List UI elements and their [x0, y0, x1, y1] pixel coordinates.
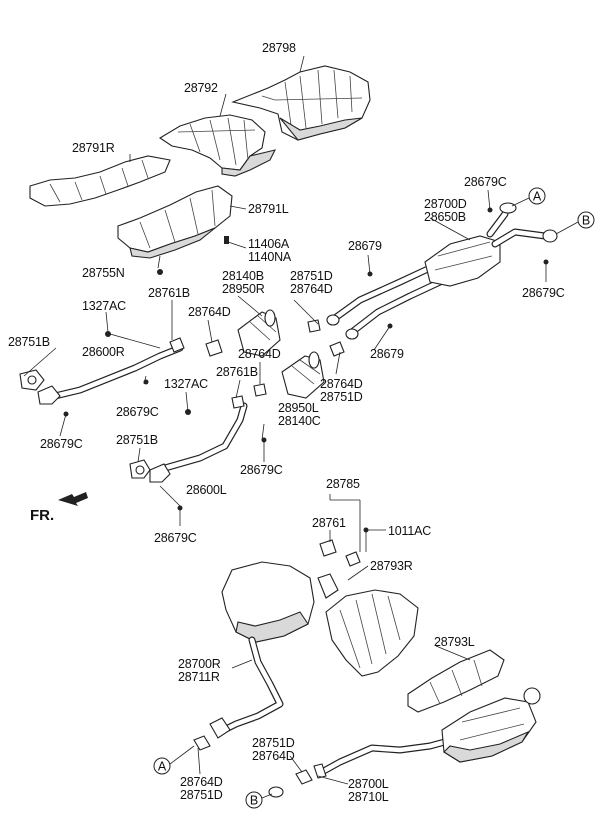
catalytic-converter-28950R: [237, 309, 281, 357]
center-pipe-28650B: [326, 202, 558, 340]
label-28798: 28798: [262, 41, 296, 55]
label-28761B-mid: 28761B: [216, 365, 258, 379]
label-28761B-top: 28761B: [148, 286, 190, 300]
heat-shield-28798: [231, 65, 371, 141]
catalytic-converter-28950L: [281, 351, 325, 399]
label-28679-top: 28679: [348, 239, 382, 253]
label-28140C: 28140C: [278, 414, 321, 428]
label-28600L: 28600L: [186, 483, 227, 497]
label-28751D-top: 28751D: [290, 269, 333, 283]
label-28679C-bottom: 28679C: [154, 531, 197, 545]
label-28791L: 28791L: [248, 202, 289, 216]
label-28764D-mid: 28764D: [188, 305, 231, 319]
label-28600R: 28600R: [82, 345, 125, 359]
heat-shield-28791L: [117, 185, 233, 259]
leader-lines: [23, 55, 547, 785]
rear-muffler-28700L: [268, 687, 541, 798]
label-28751D-bottom: 28751D: [180, 788, 223, 802]
part-labels: 28798 28792 28791R 28791L 11406A 1140NA …: [8, 41, 565, 804]
label-28700R: 28700R: [178, 657, 221, 671]
label-28679C-top: 28679C: [464, 175, 507, 189]
front-pipe-28600L: [129, 402, 248, 483]
label-28950L: 28950L: [278, 401, 319, 415]
label-28764D-rear: 28764D: [252, 749, 295, 763]
label-28679C-left: 28679C: [116, 405, 159, 419]
svg-text:A: A: [158, 760, 167, 774]
label-28791R: 28791R: [72, 141, 115, 155]
label-28751D-rear: 28751D: [252, 736, 295, 750]
label-28711R: 28711R: [178, 670, 220, 684]
svg-text:A: A: [533, 190, 542, 204]
label-28650B: 28650B: [424, 210, 466, 224]
label-28792: 28792: [184, 81, 218, 95]
label-front: FR.: [30, 507, 54, 524]
label-28785: 28785: [326, 477, 360, 491]
label-28679C-right: 28679C: [522, 286, 565, 300]
label-28679C-center: 28679C: [240, 463, 283, 477]
label-28710L: 28710L: [348, 790, 389, 804]
label-28751B-lower: 28751B: [116, 433, 158, 447]
label-28755N: 28755N: [82, 266, 125, 280]
heat-shield-28793R: [325, 589, 419, 677]
label-28793R: 28793R: [370, 559, 413, 573]
rear-muffler-28700R: [193, 561, 339, 751]
label-11406A: 11406A: [248, 237, 290, 251]
label-28793L: 28793L: [434, 635, 475, 649]
front-pipe-28600R: [19, 344, 184, 405]
svg-text:B: B: [582, 214, 590, 228]
label-28679C-lower-left: 28679C: [40, 437, 83, 451]
fastener-dots: [63, 207, 549, 533]
label-1011AC: 1011AC: [388, 524, 431, 538]
label-28950R: 28950R: [222, 282, 265, 296]
callout-a-bottom: A: [153, 745, 195, 775]
label-28700L: 28700L: [348, 777, 389, 791]
label-28764D-center: 28764D: [238, 347, 281, 361]
label-28700D: 28700D: [424, 197, 467, 211]
hanger-28761: [319, 539, 361, 567]
label-28764D-bottom: 28764D: [180, 775, 223, 789]
gaskets-front: [169, 319, 345, 409]
callout-b-top: B: [555, 211, 595, 235]
label-28761: 28761: [312, 516, 346, 530]
label-28140B: 28140B: [222, 269, 264, 283]
front-direction-arrow: [58, 492, 88, 506]
heat-shield-28792: [158, 114, 277, 177]
label-28764D-cat: 28764D: [320, 377, 363, 391]
label-1327AC-top: 1327AC: [82, 299, 126, 313]
label-1140NA: 1140NA: [248, 250, 292, 264]
label-28764D-top: 28764D: [290, 282, 333, 296]
heat-shield-28793L: [407, 649, 505, 713]
label-28679-right: 28679: [370, 347, 404, 361]
svg-text:B: B: [250, 794, 258, 808]
label-28751B-top: 28751B: [8, 335, 50, 349]
heat-shield-28791R: [29, 155, 171, 207]
label-1327AC-mid: 1327AC: [164, 377, 208, 391]
callout-b-bottom: B: [245, 791, 273, 809]
callout-a-top: A: [511, 187, 546, 207]
label-28751D-cat: 28751D: [320, 390, 363, 404]
